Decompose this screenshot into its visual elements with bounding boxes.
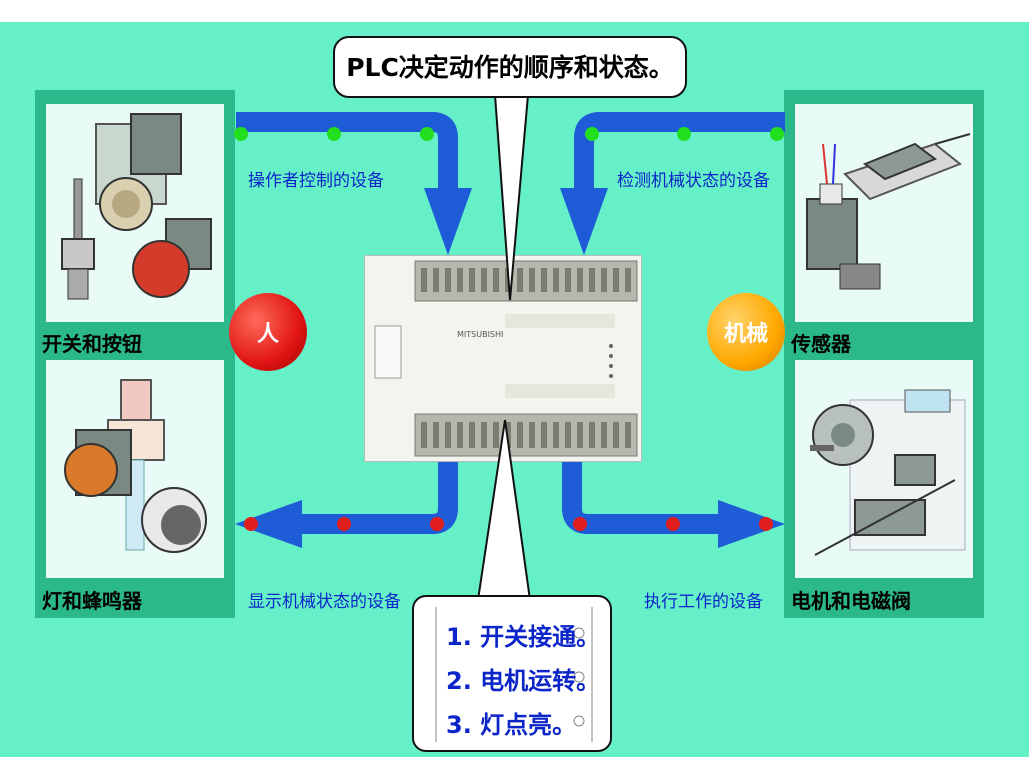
output-dot <box>759 517 773 531</box>
motors-solenoids-label: 电机和电磁阀 <box>791 589 911 613</box>
input-dot <box>327 127 341 141</box>
diagram-title: PLC决定动作的顺序和状态。 <box>346 53 674 82</box>
output-dot <box>430 517 444 531</box>
step-1: 1. 开关接通。 <box>446 623 601 651</box>
output-dot <box>573 517 587 531</box>
work-execution-label: 执行工作的设备 <box>644 592 763 612</box>
output-dot <box>337 517 351 531</box>
switches-buttons-label: 开关和按钮 <box>42 332 142 356</box>
motors-solenoids-image <box>795 360 973 578</box>
sensors-image <box>795 104 973 322</box>
step-switch-marks <box>435 607 593 742</box>
input-dot <box>677 127 691 141</box>
title-callout: PLC决定动作的顺序和状态。 <box>333 36 687 98</box>
steps-callout: 1. 开关接通。 2. 电机运转。 3. 灯点亮。 <box>412 595 612 752</box>
human-label: 人 <box>256 322 279 347</box>
input-dot <box>585 127 599 141</box>
step-2: 2. 电机运转。 <box>446 667 601 695</box>
lamps-buzzer-label: 灯和蜂鸣器 <box>42 589 142 613</box>
operator-devices-label: 操作者控制的设备 <box>248 171 384 191</box>
sensors-label: 传感器 <box>791 332 851 356</box>
input-dot <box>770 127 784 141</box>
input-dot <box>420 127 434 141</box>
plc-brand-text: MITSUBISHI <box>457 330 504 339</box>
machine-state-detect-label: 检测机械状态的设备 <box>617 171 770 191</box>
input-dot <box>234 127 248 141</box>
machine-circle: 机械 <box>707 293 785 371</box>
machine-state-display-label: 显示机械状态的设备 <box>248 592 401 612</box>
plc-terminals <box>374 260 638 457</box>
switches-buttons-image <box>46 104 224 322</box>
step-3: 3. 灯点亮。 <box>446 711 577 739</box>
lamps-buzzer-image <box>46 360 224 578</box>
output-dot <box>244 517 258 531</box>
machine-label: 机械 <box>723 322 768 347</box>
human-circle: 人 <box>229 293 307 371</box>
output-dot <box>666 517 680 531</box>
